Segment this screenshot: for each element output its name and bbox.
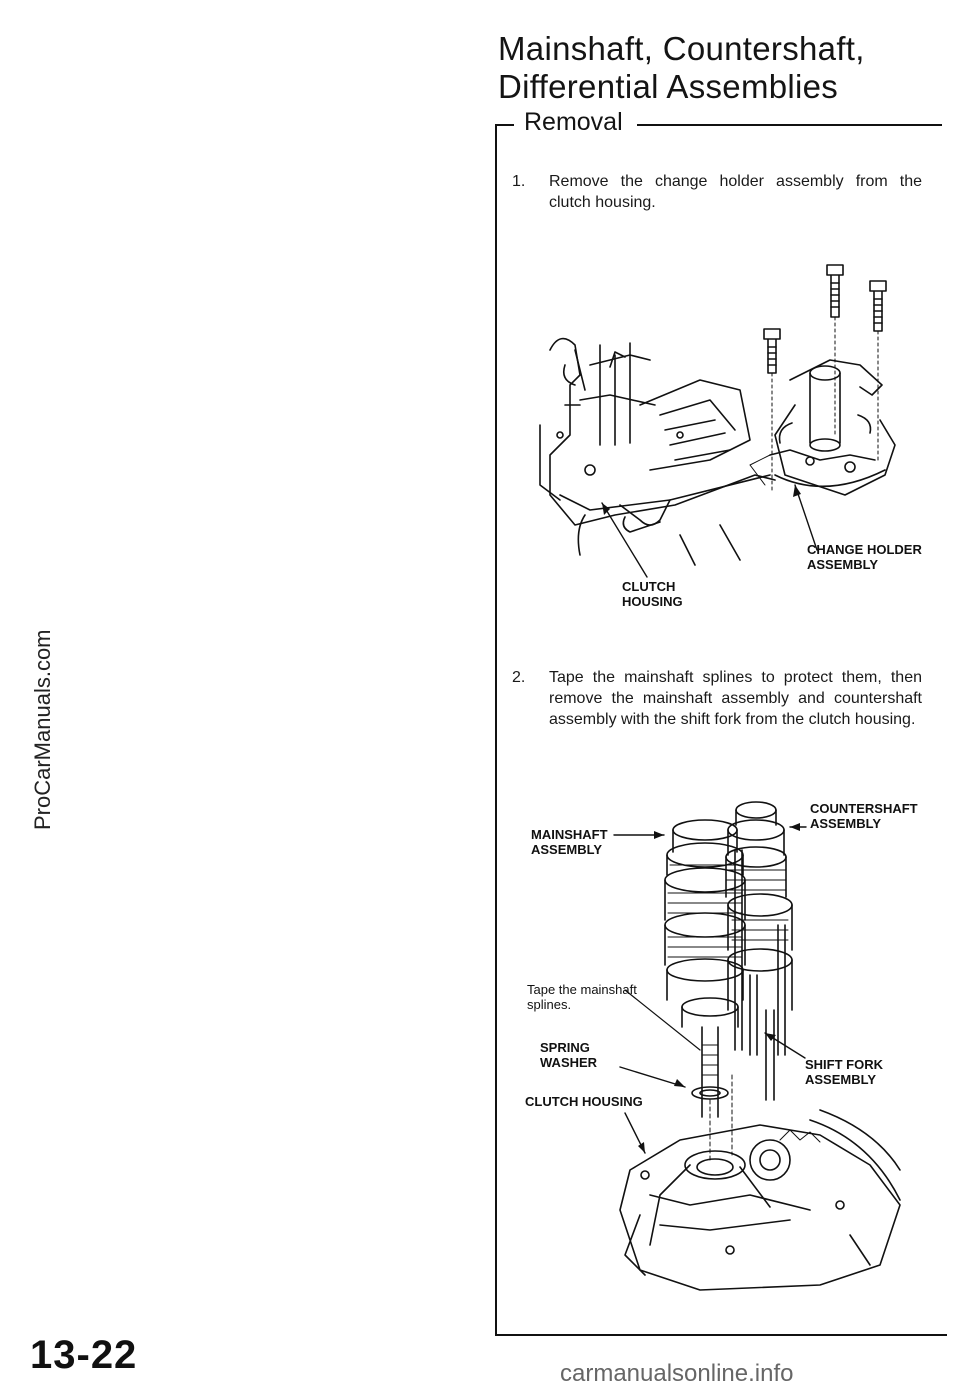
leader-change-holder [794, 484, 818, 551]
countershaft-assembly [725, 801, 793, 1101]
figure-shaft-removal [613, 801, 901, 1291]
leader-tape [624, 989, 701, 1051]
step-1-number: 1. [512, 173, 526, 190]
page-title-line-2: Differential Assemblies [498, 68, 839, 105]
section-rule-left [496, 124, 514, 126]
step-2: 2. Tape the mainshaft splines to protect… [512, 667, 922, 730]
page-number: 13-22 [30, 1333, 138, 1377]
step-2-number: 2. [512, 669, 526, 686]
shift-fork-rods [734, 849, 786, 1056]
bolt-1 [826, 264, 844, 438]
watermark-procarmanuals: ProCarManuals.com [30, 629, 55, 830]
page-title-line-1: Mainshaft, Countershaft, [498, 30, 865, 67]
frame-left-rule [495, 124, 497, 1336]
mainshaft-assembly [664, 819, 746, 1118]
step-1-text: Remove the change holder assembly from t… [549, 173, 922, 211]
spring-washer [691, 1086, 729, 1100]
leader-clutch-housing [601, 502, 648, 578]
clutch-housing-2 [619, 1109, 901, 1291]
callout-change-holder-assembly: CHANGE HOLDER ASSEMBLY [807, 542, 922, 572]
figure-change-holder [539, 264, 896, 578]
callout-tape-splines: Tape the mainshaft splines. [527, 982, 637, 1012]
callout-clutch-housing-1: CLUTCH HOUSING [622, 579, 683, 609]
step-2-text: Tape the mainshaft splines to protect th… [549, 669, 922, 728]
step-1: 1. Remove the change holder assembly fro… [512, 171, 922, 213]
section-title: Removal [524, 108, 623, 136]
callout-countershaft-assembly: COUNTERSHAFT ASSEMBLY [810, 801, 918, 831]
section-rule-right [637, 124, 942, 126]
change-holder-body [769, 359, 896, 496]
clutch-housing-outline [539, 337, 776, 566]
leader-spring-washer [619, 1066, 686, 1088]
callout-spring-washer: SPRING WASHER [540, 1040, 598, 1070]
bolt-2 [869, 280, 887, 462]
footer-site-watermark: carmanualsonline.info [560, 1360, 794, 1387]
frame-bottom-rule [495, 1334, 947, 1336]
callout-clutch-housing-2: CLUTCH HOUSING [525, 1094, 643, 1109]
callout-mainshaft-assembly: MAINSHAFT ASSEMBLY [531, 827, 608, 857]
callout-shift-fork-assembly: SHIFT FORK ASSEMBLY [805, 1057, 883, 1087]
bolt-3 [763, 328, 781, 494]
